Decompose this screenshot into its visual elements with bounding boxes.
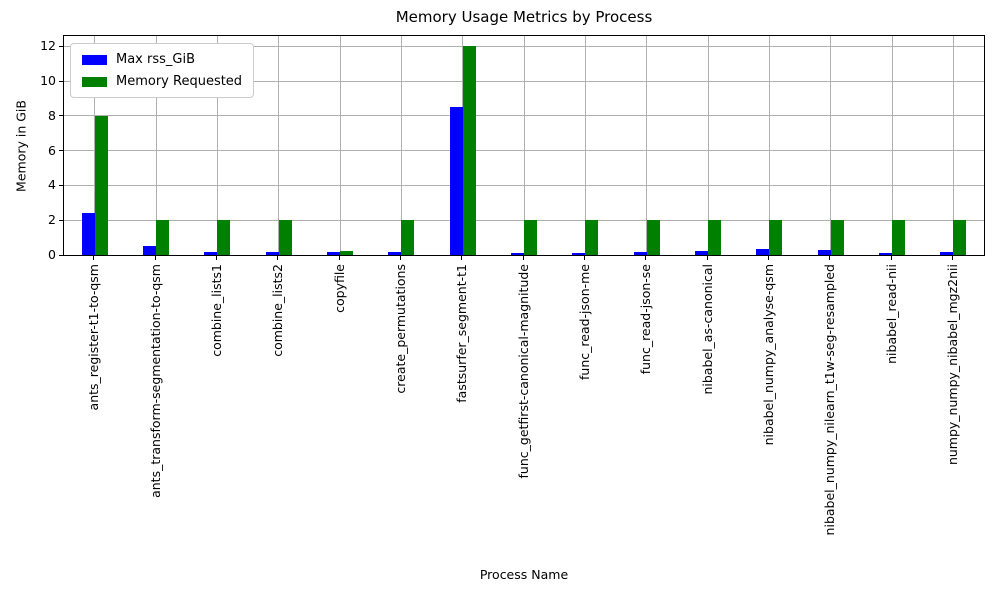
bar-memory-requested <box>401 220 415 255</box>
x-tick-label: nibabel_numpy_analyse-qsm <box>760 264 776 446</box>
y-tick-label: 0 <box>48 247 56 262</box>
bar-memory-requested <box>892 220 905 255</box>
plot-area <box>63 35 985 256</box>
y-tick-label: 10 <box>40 73 56 89</box>
x-gridline <box>523 36 525 255</box>
bar-max-rss <box>756 249 770 255</box>
bar-max-rss <box>449 107 463 255</box>
bar-memory-requested <box>340 250 353 255</box>
y-tick-label: 8 <box>48 107 56 123</box>
x-gridline <box>400 36 402 255</box>
x-tick-label: nibabel_numpy_nilearn_t1w-seg-resampled <box>822 264 838 536</box>
bar-memory-requested <box>278 220 292 255</box>
x-tick <box>890 256 892 260</box>
bar-memory-requested <box>646 220 660 255</box>
bar-max-rss <box>81 213 95 255</box>
x-tick-label: copyfile <box>331 264 347 313</box>
x-tick <box>522 256 524 260</box>
y-tick-label: 6 <box>48 142 56 158</box>
x-gridline <box>707 36 709 255</box>
bar-max-rss <box>511 252 524 255</box>
y-tick <box>59 80 63 82</box>
x-axis-label: Process Name <box>479 567 569 582</box>
x-gridline <box>216 36 218 255</box>
bar-max-rss <box>817 250 831 255</box>
bar-max-rss <box>695 251 708 255</box>
x-tick-label: ants_register-t1-to-qsm <box>86 264 102 411</box>
x-tick-label: fastsurfer_segment-t1 <box>454 264 470 403</box>
bar-memory-requested <box>830 220 844 255</box>
x-tick-label: numpy_numpy_nibabel_mgz2nii <box>944 264 960 466</box>
legend-item-max-rss: Max rss_GiB <box>82 52 242 67</box>
legend: Max rss_GiB Memory Requested <box>70 43 255 98</box>
bar-max-rss <box>143 246 156 255</box>
legend-label-max-rss: Max rss_GiB <box>116 52 196 67</box>
y-tick <box>59 45 63 47</box>
x-tick <box>951 256 953 260</box>
y-tick-label: 12 <box>40 38 56 54</box>
x-gridline <box>339 36 341 255</box>
bar-max-rss <box>633 252 647 255</box>
legend-label-memory-requested: Memory Requested <box>116 74 243 89</box>
x-tick <box>767 256 769 260</box>
x-tick <box>277 256 279 260</box>
x-tick-label: func_getfirst-canonical-magnitude <box>515 264 531 479</box>
y-tick <box>59 254 63 256</box>
bar-max-rss <box>265 251 279 255</box>
x-gridline <box>155 36 157 255</box>
x-gridline <box>830 36 832 255</box>
bar-max-rss <box>879 252 892 255</box>
x-tick <box>461 256 463 260</box>
bar-memory-requested <box>524 220 537 255</box>
y-tick <box>59 184 63 186</box>
x-gridline <box>768 36 770 255</box>
y-tick <box>59 150 63 152</box>
bar-max-rss <box>204 251 218 255</box>
bar-memory-requested <box>708 220 721 255</box>
bar-max-rss <box>940 251 954 255</box>
bar-memory-requested <box>462 46 476 255</box>
x-tick-label: combine_lists1 <box>208 264 224 357</box>
x-gridline <box>646 36 648 255</box>
y-tick-label: 2 <box>48 212 56 228</box>
x-tick-label: ants_transform-segmentation-to-qsm <box>147 264 163 498</box>
legend-swatch-max-rss-icon <box>82 54 107 65</box>
x-tick <box>829 256 831 260</box>
x-tick <box>338 256 340 260</box>
y-tick-label: 4 <box>48 177 56 193</box>
bar-memory-requested <box>156 220 169 255</box>
x-tick-label: nibabel_read-nii <box>883 264 899 364</box>
bar-memory-requested <box>217 220 231 255</box>
x-tick-label: func_read-json-me <box>576 264 592 380</box>
x-tick <box>154 256 156 260</box>
bar-max-rss <box>388 252 402 255</box>
x-tick <box>215 256 217 260</box>
y-tick <box>59 115 63 117</box>
y-tick <box>59 219 63 221</box>
x-gridline <box>278 36 280 255</box>
x-tick <box>93 256 95 260</box>
x-tick <box>706 256 708 260</box>
x-tick <box>399 256 401 260</box>
x-tick-label: combine_lists2 <box>270 264 286 357</box>
legend-swatch-memory-requested-icon <box>82 76 107 87</box>
x-tick <box>583 256 585 260</box>
bar-max-rss <box>327 252 340 255</box>
bar-memory-requested <box>953 220 967 255</box>
x-tick-label: nibabel_as-canonical <box>699 264 715 395</box>
x-tick-label: func_read-json-se <box>638 264 654 375</box>
x-gridline <box>952 36 954 255</box>
x-tick-label: create_permutations <box>392 264 408 394</box>
bar-max-rss <box>572 252 586 255</box>
bar-memory-requested <box>94 115 108 255</box>
bar-memory-requested <box>585 220 599 255</box>
legend-item-memory-requested: Memory Requested <box>82 74 242 89</box>
chart-title: Memory Usage Metrics by Process <box>395 8 653 26</box>
x-gridline <box>891 36 893 255</box>
x-tick <box>645 256 647 260</box>
x-gridline <box>584 36 586 255</box>
bar-memory-requested <box>769 220 783 255</box>
